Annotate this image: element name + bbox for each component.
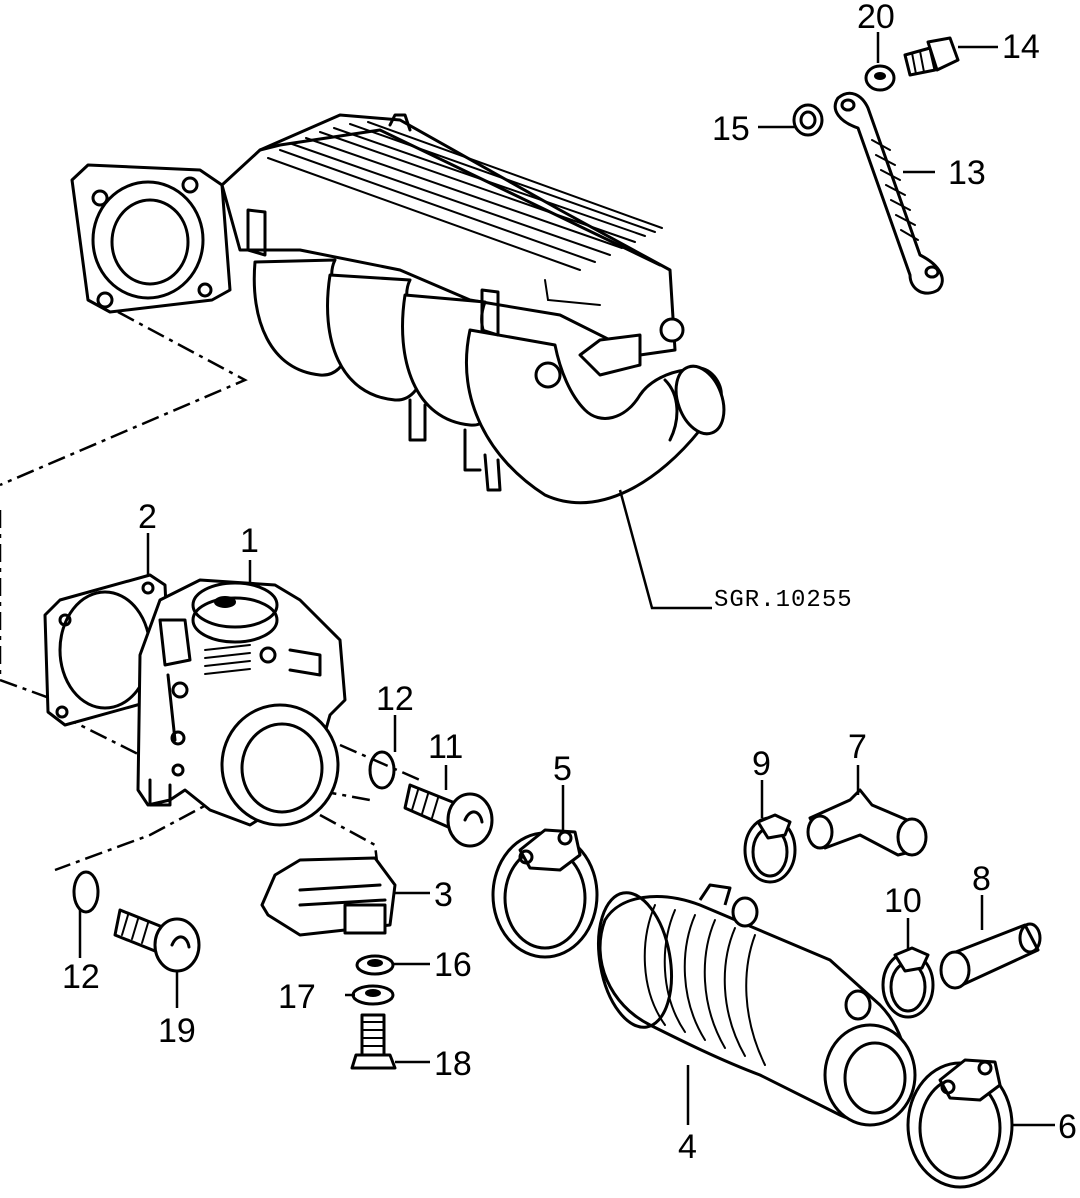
callout-18: 18	[434, 1045, 472, 1083]
callout-16: 16	[434, 946, 472, 984]
ground-strap-13	[833, 91, 944, 295]
plenum-ribs	[267, 121, 663, 306]
callout-10: 10	[884, 882, 922, 920]
callout-6: 6	[1058, 1108, 1077, 1146]
callout-13: 13	[948, 154, 986, 192]
air-intake-hose	[597, 883, 917, 1127]
hose-clamp-6	[906, 1058, 1014, 1189]
reference-leader-line	[618, 489, 712, 610]
nut-15	[792, 103, 824, 137]
callout-17: 17	[278, 978, 316, 1016]
bolt-19	[113, 908, 201, 973]
sensor-fasteners	[350, 954, 397, 1070]
small-clamp-10	[881, 946, 935, 1019]
elbow-hose-7	[806, 788, 928, 857]
callout-9: 9	[752, 745, 771, 783]
callout-4: 4	[678, 1128, 697, 1166]
reference-code: SGR.10255	[714, 587, 853, 614]
callout-leaders	[78, 32, 1055, 1127]
throttle-body	[136, 578, 347, 827]
callout-12-upper: 12	[376, 680, 414, 718]
washer-20	[864, 64, 896, 92]
bolt-14	[903, 36, 960, 77]
callout-20: 20	[857, 0, 895, 36]
throttle-position-sensor	[260, 856, 397, 937]
callout-15: 15	[712, 110, 750, 148]
callout-labels: 1 2 3 4 5 6 7 8 9 10 11 12 12 13 14 15 1…	[62, 0, 1077, 1166]
small-clamp-9	[743, 813, 797, 884]
callout-11: 11	[428, 728, 463, 766]
intake-manifold	[70, 113, 726, 505]
callout-12-lower: 12	[62, 958, 100, 996]
hose-clamp-5	[491, 828, 599, 959]
callout-1: 1	[240, 522, 259, 560]
o-rings	[72, 750, 396, 914]
callout-5: 5	[553, 750, 572, 788]
callout-19: 19	[158, 1012, 196, 1050]
bolt-11	[403, 783, 494, 848]
intake-runners	[246, 208, 726, 505]
callout-3: 3	[434, 876, 453, 914]
callout-2: 2	[138, 498, 157, 536]
callout-14: 14	[1002, 28, 1040, 66]
straight-hose-8	[939, 922, 1042, 990]
callout-7: 7	[848, 728, 867, 766]
callout-8: 8	[972, 860, 991, 898]
